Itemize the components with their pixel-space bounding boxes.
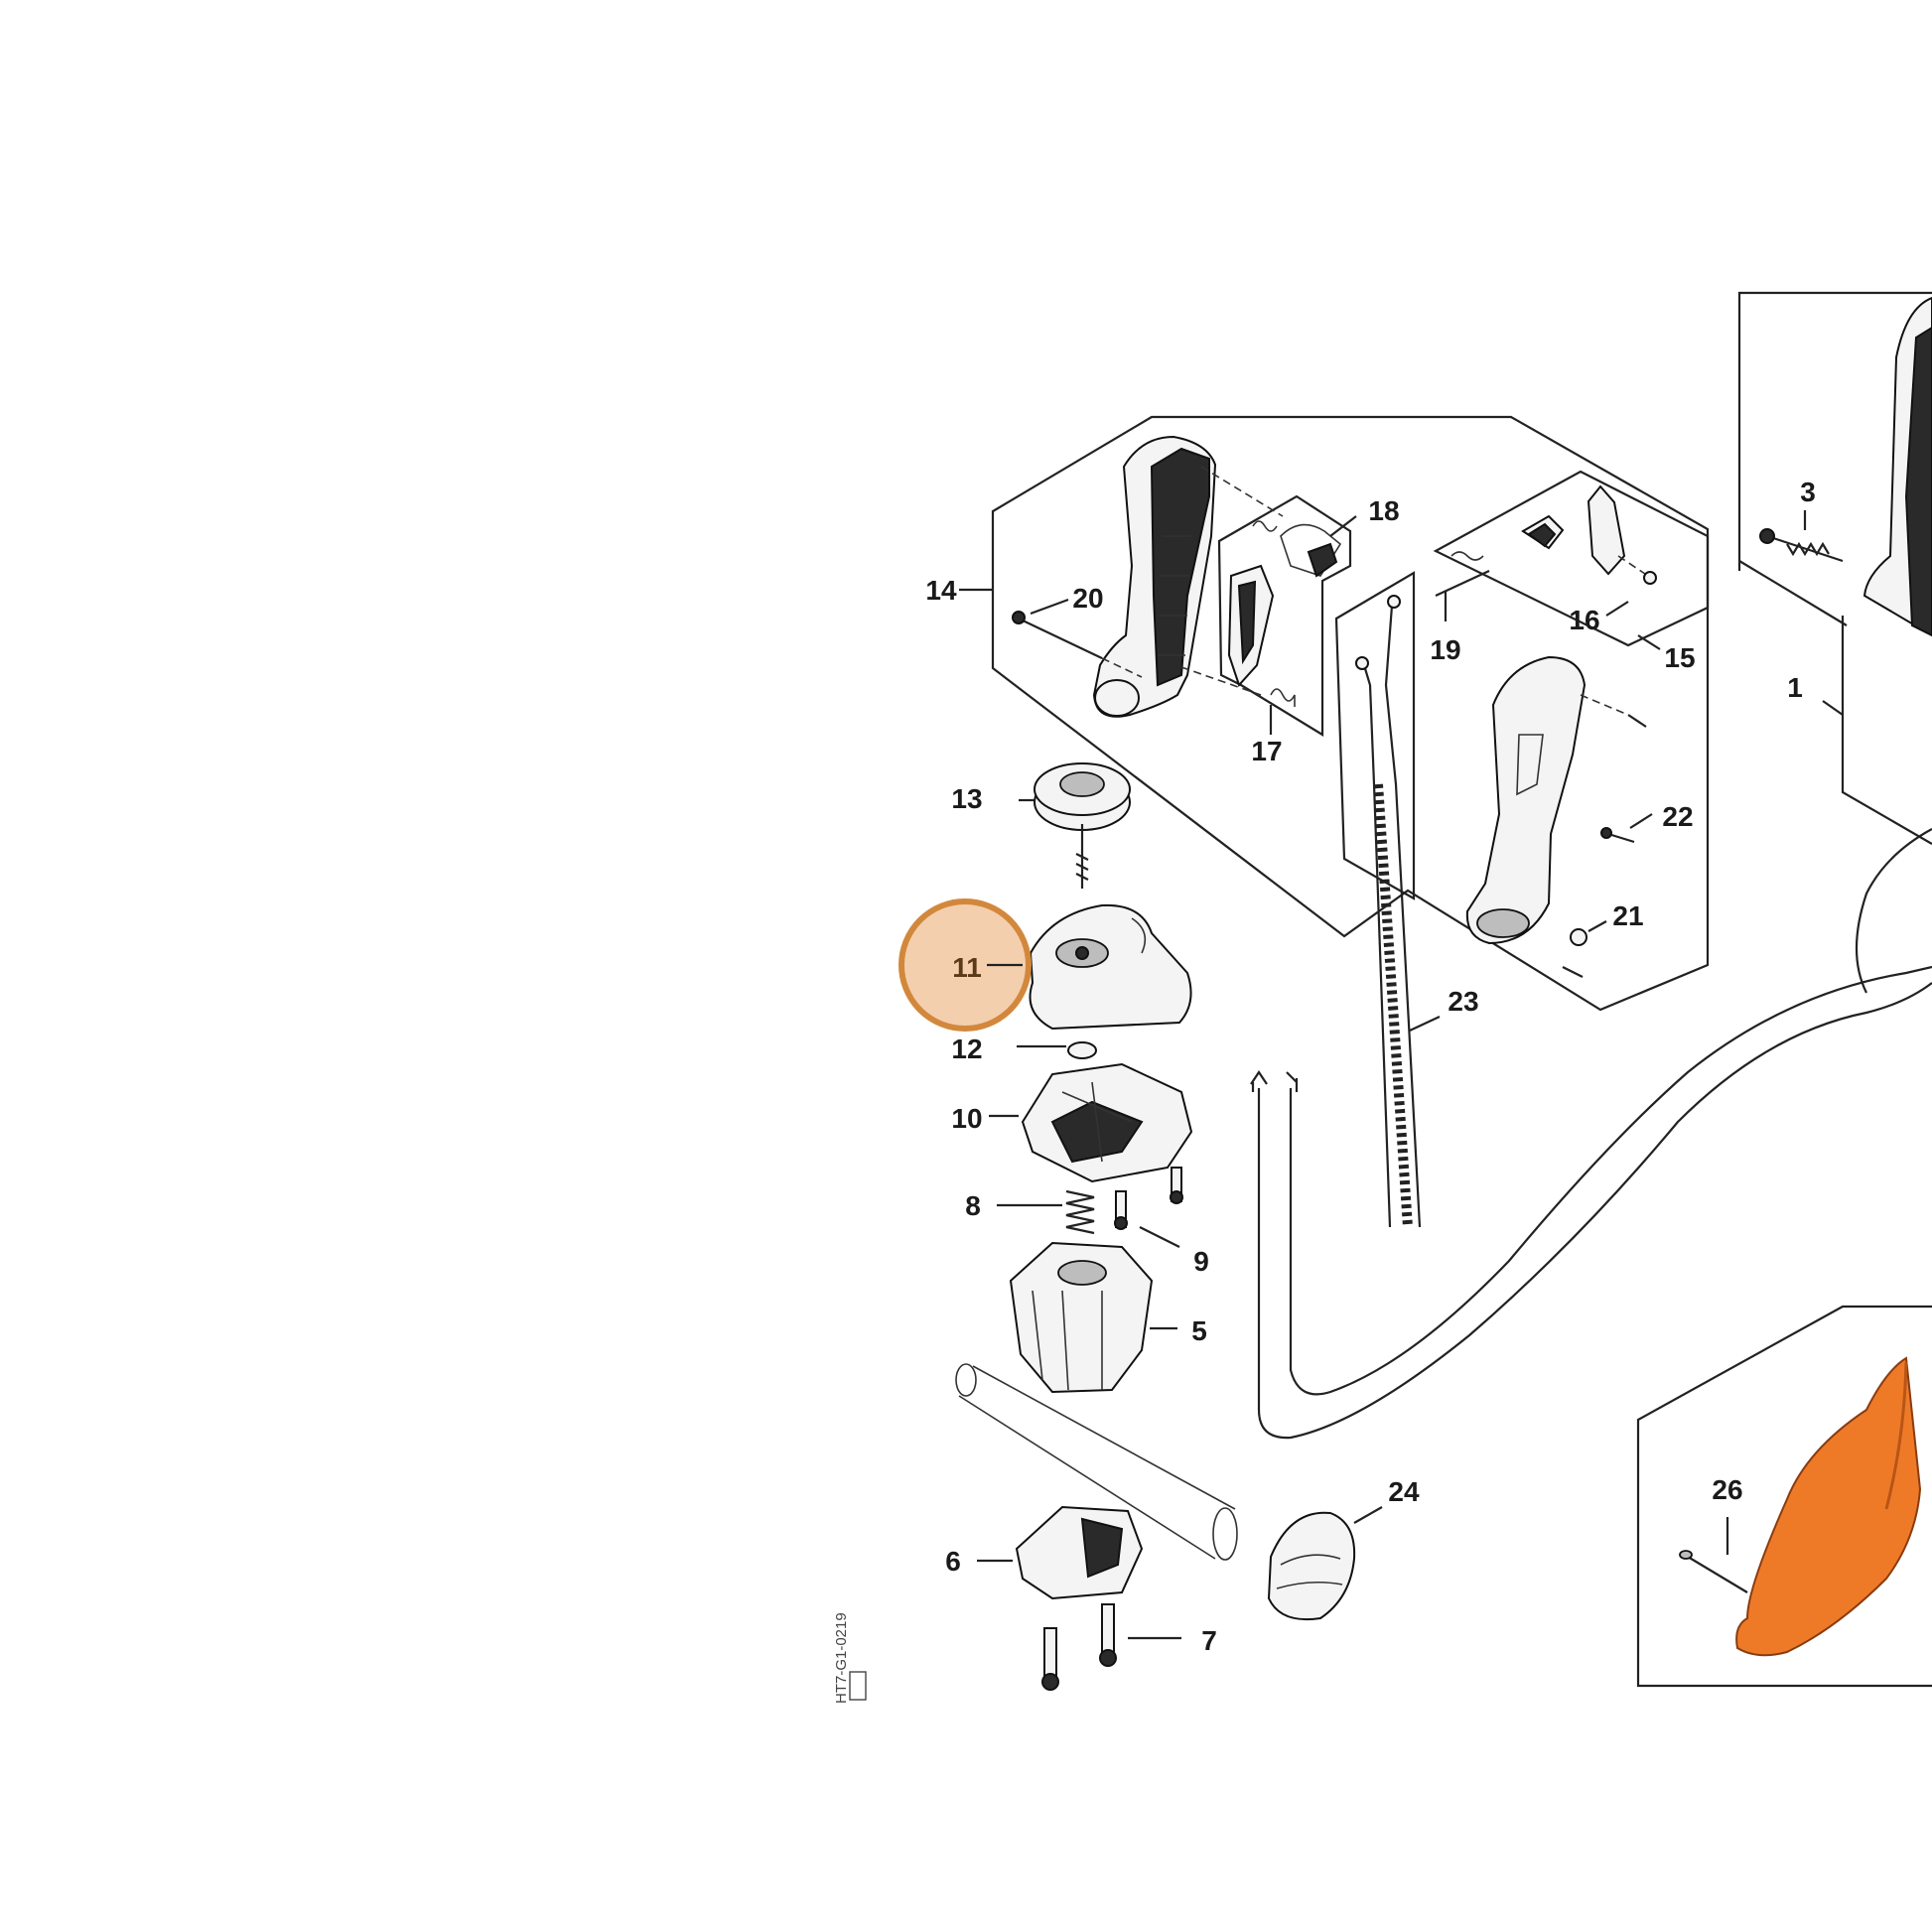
screw-20 <box>1012 611 1143 678</box>
highlight-11[interactable] <box>898 898 1032 1032</box>
callout-14: 14 <box>925 575 957 606</box>
shaft-phantom <box>955 1363 1238 1561</box>
callout-17: 17 <box>1251 736 1282 766</box>
kit-box-15 <box>1433 470 1710 647</box>
clamp-10 <box>1021 1062 1193 1183</box>
leader-lines <box>959 510 1844 1640</box>
screw-9 <box>1114 1167 1183 1230</box>
cover-11 <box>1029 903 1192 1031</box>
callout-22: 22 <box>1662 801 1693 832</box>
knob-12 <box>1034 762 1131 889</box>
callout-19: 19 <box>1430 634 1460 665</box>
callout-1: 1 <box>1787 672 1803 703</box>
kit-box-1 <box>1737 291 1932 845</box>
guard-part <box>1735 1356 1922 1657</box>
callout-15: 15 <box>1664 642 1695 673</box>
drawing-code-box <box>849 1671 867 1701</box>
callout-8: 8 <box>965 1190 981 1221</box>
handlebar-tube <box>1250 828 1932 1440</box>
screw-7 <box>1041 1603 1117 1691</box>
drawing-code: HT7-G1-0219 <box>833 1612 850 1704</box>
mount-5 <box>1009 1241 1154 1394</box>
callout-6: 6 <box>945 1546 961 1577</box>
callout-13: 12 <box>951 1034 982 1064</box>
callout-labels: 3 1 18 14 20 19 16 15 17 22 21 23 13 11 … <box>925 477 1815 1656</box>
spring-8 <box>1065 1189 1095 1235</box>
assembly-line <box>1200 466 1284 517</box>
throttle-cable-23 <box>1355 595 1422 1228</box>
callout-16: 16 <box>1569 605 1599 635</box>
callout-10: 10 <box>951 1103 982 1134</box>
callout-12: 13 <box>951 783 982 814</box>
callout-26: 26 <box>1712 1474 1742 1505</box>
kit-box-21 <box>1334 571 1416 900</box>
callout-21: 21 <box>1612 900 1643 931</box>
switch-parts-17-18 <box>1227 520 1342 707</box>
callout-20: 20 <box>1072 583 1103 614</box>
callout-18: 18 <box>1368 495 1399 526</box>
callout-9: 9 <box>1193 1246 1209 1277</box>
callout-3: 3 <box>1800 477 1816 507</box>
handle-housing <box>1092 435 1217 718</box>
o-ring-13 <box>1067 1041 1097 1059</box>
callout-23: 23 <box>1448 986 1478 1017</box>
assembly-line <box>1180 666 1262 696</box>
callout-7: 7 <box>1201 1625 1217 1656</box>
clip-24 <box>1267 1511 1356 1621</box>
callout-11[interactable]: 11 <box>952 952 982 983</box>
kit-box-14 <box>991 415 1710 1012</box>
right-handle <box>1465 655 1647 978</box>
callout-5: 5 <box>1191 1315 1207 1346</box>
kit-box-18 <box>1217 494 1352 737</box>
kit-box-26 <box>1636 1305 1932 1688</box>
lever-parts-15-16 <box>1435 484 1657 597</box>
lower-clamp-6 <box>1015 1505 1144 1600</box>
callout-24: 24 <box>1388 1476 1420 1507</box>
